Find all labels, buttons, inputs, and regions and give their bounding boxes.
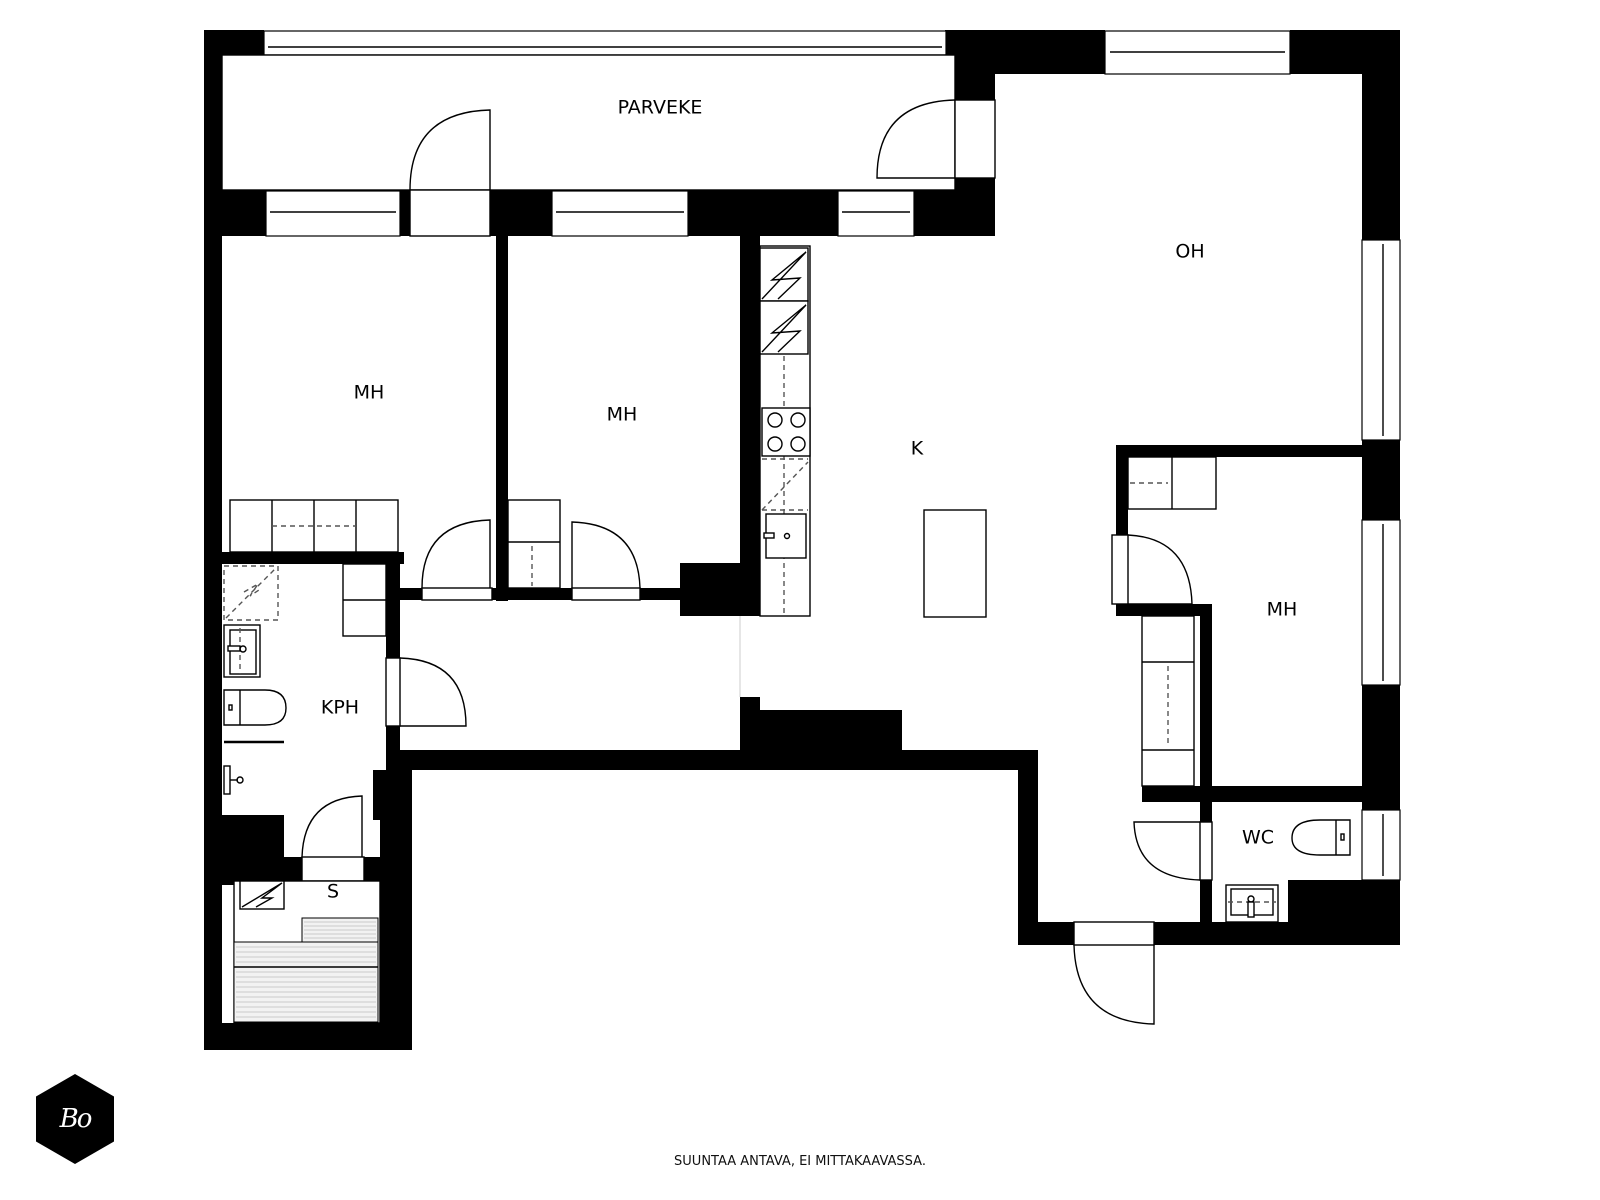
room-label-balcony: PARVEKE [618,97,703,119]
hexagon-logo-icon [36,1074,114,1164]
hallway [385,616,741,727]
windows [263,30,1401,881]
room-label-bedroom-1: MH [354,382,385,404]
room-label-bedroom-3: MH [1267,599,1298,621]
bedroom-3 [1111,456,1217,787]
room-label-bedroom-2: MH [607,404,638,426]
room-label-living-room: OH [1175,241,1204,263]
kitchen-counter [759,245,987,618]
logo-text: Bo [59,1104,93,1134]
toilet-room [1133,819,1351,923]
bathroom [223,563,387,882]
room-label-kitchen: K [911,438,924,460]
balcony [221,54,996,237]
brand-logo: Bo [36,1074,114,1164]
kitchen-island [923,509,987,618]
bedroom-1 [229,499,493,601]
walls [204,30,1400,1050]
disclaimer-text: SUUNTAA ANTAVA, EI MITTAKAAVASSA. [674,1154,926,1169]
bedroom-2 [507,499,641,601]
entrance [1073,921,1155,1025]
room-label-bathroom: KPH [321,697,359,719]
room-label-toilet: WC [1242,827,1274,849]
room-label-sauna: S [327,881,339,903]
sauna [233,880,381,1024]
